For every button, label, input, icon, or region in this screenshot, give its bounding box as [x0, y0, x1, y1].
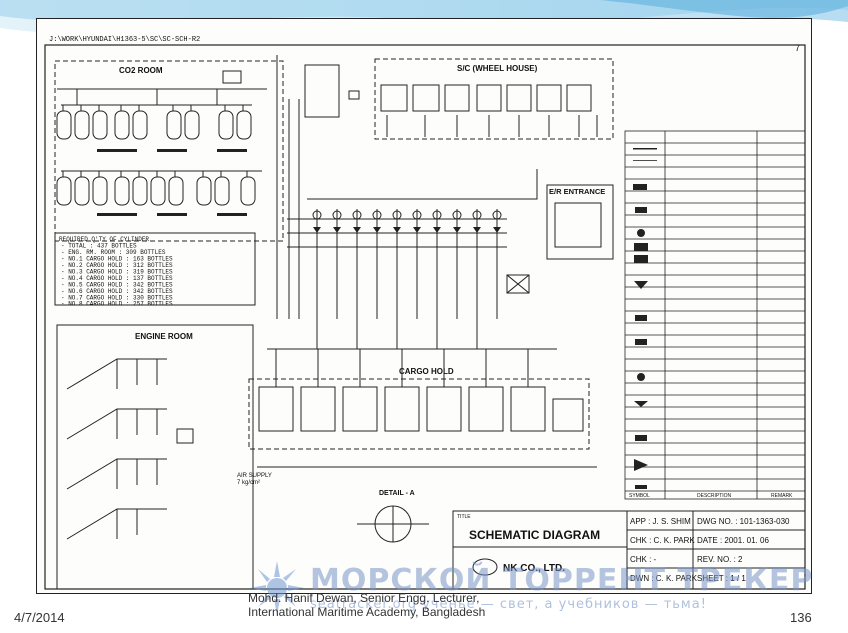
- footer-page-number: 136: [790, 610, 812, 625]
- path-label: J:\WORK\HYUNDAI\H1363-5\SC\SC-SCH-R2: [49, 36, 200, 44]
- legend-table: [624, 130, 806, 500]
- slide-content: J:\WORK\HYUNDAI\H1363-5\SC\SC-SCH-R2 7 C…: [36, 18, 812, 594]
- svg-text:- TOTAL : 437 BOTTLES: - TOTAL : 437 BOTTLES: [61, 243, 137, 250]
- company-name: NK CO., LTD.: [503, 563, 565, 574]
- title-block: [452, 510, 806, 590]
- cargo-hold-units: [258, 319, 584, 432]
- title-date: DATE : 2001. 01. 06: [697, 536, 769, 545]
- legend-symbols: [633, 148, 657, 489]
- title-rev: REV. NO. : 2: [697, 555, 743, 564]
- legend-header-remark: REMARK: [771, 493, 793, 499]
- footer-author-line-2: International Maritime Academy, Banglade…: [248, 605, 486, 619]
- manifold-valves: [313, 227, 501, 233]
- engine-room-piping: [66, 358, 194, 540]
- legend-header-symbol: SYMBOL: [629, 493, 650, 499]
- junction-box: [506, 274, 530, 294]
- title-sheet: SHEET : 1 / 1: [697, 574, 746, 583]
- pilot-cabinet: [304, 64, 340, 118]
- title-chk-1: CHK : C. K. PARK: [630, 536, 695, 545]
- svg-text:- NO.2 CARGO HOLD : 312 BOTTLE: - NO.2 CARGO HOLD : 312 BOTTLES: [61, 262, 173, 269]
- drawing-title: SCHEMATIC DIAGRAM: [469, 528, 600, 542]
- co2-valve-row: [97, 149, 247, 216]
- title-dwn: DWN : C. K. PARK: [630, 574, 698, 583]
- cargo-hold-label: CARGO HOLD: [399, 367, 454, 376]
- required-qty-list: REQUIRED Q'TY OF CYLINDER - TOTAL : 437 …: [59, 236, 173, 308]
- title-dwg-no: DWG NO. : 101-1363-030: [697, 517, 790, 526]
- svg-text:- ENG. RM. ROOM : 309 BOTTLES: - ENG. RM. ROOM : 309 BOTTLES: [61, 249, 166, 256]
- engine-room-label: ENGINE ROOM: [135, 332, 193, 341]
- wheel-house-units: [380, 84, 598, 137]
- er-entrance-label: E/R ENTRANCE: [549, 187, 605, 196]
- detail-a-label: DETAIL - A: [379, 490, 415, 497]
- legend-header-description: DESCRIPTION: [697, 493, 732, 499]
- svg-text:- NO.1 CARGO HOLD : 163 BOTTLE: - NO.1 CARGO HOLD : 163 BOTTLES: [61, 256, 173, 263]
- svg-text:- NO.6 CARGO HOLD : 342 BOTTLE: - NO.6 CARGO HOLD : 342 BOTTLES: [61, 288, 173, 295]
- co2-cylinders-lower: [56, 170, 262, 206]
- nk-logo-mark: [472, 558, 498, 576]
- schematic-drawing: J:\WORK\HYUNDAI\H1363-5\SC\SC-SCH-R2 7 C…: [36, 18, 812, 594]
- co2-room-label: CO2 ROOM: [119, 66, 163, 75]
- footer-author: Mohd. Hanif Dewan, Senior Engg. Lecturer…: [248, 591, 485, 619]
- svg-text:REQUIRED Q'TY OF CYLINDER: REQUIRED Q'TY OF CYLINDER: [59, 236, 149, 243]
- svg-text:- NO.5 CARGO HOLD : 342 BOTTLE: - NO.5 CARGO HOLD : 342 BOTTLES: [61, 282, 173, 289]
- footer-date: 4/7/2014: [14, 610, 65, 625]
- footer-author-line-1: Mohd. Hanif Dewan, Senior Engg. Lecturer…: [248, 591, 480, 605]
- sheet-mark: 7: [795, 43, 800, 53]
- title-app: APP : J. S. SHIM: [630, 517, 691, 526]
- air-supply-label: AIR SUPPLY: [237, 473, 272, 479]
- svg-text:- NO.3 CARGO HOLD : 319 BOTTLE: - NO.3 CARGO HOLD : 319 BOTTLES: [61, 269, 173, 276]
- title-label: TITLE: [457, 514, 471, 520]
- co2-cylinders-upper: [56, 88, 267, 140]
- wheel-house-label: S/C (WHEEL HOUSE): [457, 64, 538, 73]
- svg-text:- NO.7 CARGO HOLD : 330 BOTTLE: - NO.7 CARGO HOLD : 330 BOTTLES: [61, 295, 173, 302]
- required-qty-box: [54, 232, 256, 306]
- co2-alarm-box: [222, 70, 242, 84]
- svg-text:- NO.8 CARGO HOLD : 257 BOTTLE: - NO.8 CARGO HOLD : 257 BOTTLES: [61, 301, 173, 308]
- svg-text:- NO.4 CARGO HOLD : 137 BOTTLE: - NO.4 CARGO HOLD : 137 BOTTLES: [61, 275, 173, 282]
- air-pressure-label: 7 kg/cm²: [237, 480, 260, 486]
- title-chk-2: CHK : -: [630, 555, 657, 564]
